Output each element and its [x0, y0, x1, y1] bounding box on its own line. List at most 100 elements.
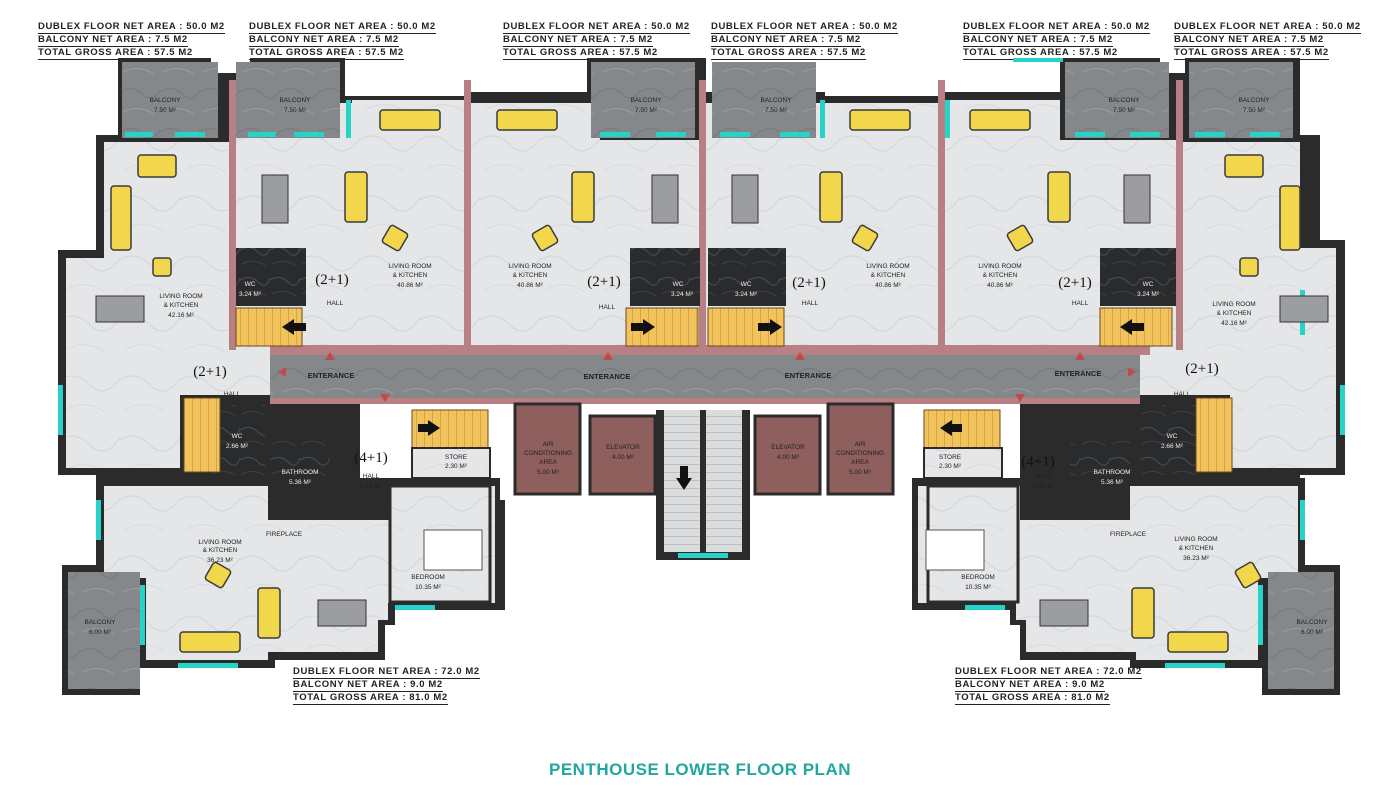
- living-area: 36.23 M²: [1183, 555, 1209, 562]
- unit-type-label: (4+1): [1021, 454, 1054, 470]
- bedroom-label: BEDROOM: [961, 574, 995, 581]
- ac-label-3: AREA: [851, 459, 869, 466]
- ac-label-2: CONDITIONING: [524, 450, 572, 457]
- elevator-area: 4.00 M²: [777, 454, 800, 461]
- wc-label: WC: [1167, 433, 1178, 440]
- windows: [58, 58, 1345, 668]
- unit-type-label: (2+1): [315, 272, 348, 288]
- entrance-label: ENTERANCE: [785, 371, 832, 380]
- living-area: 36.23 M²: [207, 557, 233, 564]
- wc-label: WC: [245, 281, 256, 288]
- balcony-bottom-left: [68, 572, 140, 689]
- balcony-area: 7.50 M²: [1243, 107, 1266, 114]
- elevator-area: 4.00 M²: [612, 454, 635, 461]
- unit-type-label: (2+1): [587, 274, 620, 290]
- balcony-area: 6.00 M²: [89, 629, 112, 636]
- living-label: LIVING ROOM: [1212, 301, 1255, 308]
- hall-label: HALL: [327, 300, 344, 307]
- area-info-bottom-left: DUBLEX FLOOR NET AREA : 72.0 M2 BALCONY …: [293, 666, 480, 705]
- wc-label: WC: [232, 433, 243, 440]
- bedroom-area: 10.35 M²: [965, 584, 991, 591]
- wc-area: 2.66 M²: [1161, 443, 1184, 450]
- balcony-area: 7.50 M²: [154, 107, 177, 114]
- living-area: 42.16 M²: [1221, 320, 1247, 327]
- wc-area: 3.24 M²: [735, 291, 758, 298]
- bedrooms: [388, 447, 1020, 604]
- dublex-net-area: DUBLEX FLOOR NET AREA : 50.0 M2: [38, 21, 225, 34]
- wc-label: WC: [741, 281, 752, 288]
- fireplace-label: FIREPLACE: [1110, 531, 1147, 538]
- party-walls: [229, 80, 1183, 355]
- ac-area: 5.00 M²: [537, 469, 560, 476]
- hall-label: HALL: [802, 300, 819, 307]
- hall-label: HALL: [599, 304, 616, 311]
- unit-type-label: (2+1): [1185, 361, 1218, 377]
- living-label: LIVING ROOM: [388, 263, 431, 270]
- living-label-2: & KITCHEN: [393, 272, 428, 279]
- entrance-label: ENTERANCE: [308, 371, 355, 380]
- bedroom-area: 10.35 M²: [415, 584, 441, 591]
- balconies-top: [122, 62, 1293, 138]
- bathroom-area: 5.36 M²: [289, 479, 312, 486]
- living-area: 40.86 M²: [397, 282, 423, 289]
- total-gross-area: TOTAL GROSS AREA : 57.5 M2: [711, 47, 866, 60]
- ac-label-2: CONDITIONING: [836, 450, 884, 457]
- area-info-bottom-right: DUBLEX FLOOR NET AREA : 72.0 M2 BALCONY …: [955, 666, 1142, 705]
- dublex-net-area: DUBLEX FLOOR NET AREA : 50.0 M2: [1174, 21, 1361, 34]
- dining-tables: [95, 174, 1329, 627]
- balcony-label: BALCONY: [279, 97, 311, 104]
- elevator-label: ELEVATOR: [606, 444, 640, 451]
- unit-type-label: (2+1): [792, 275, 825, 291]
- living-label-2: & KITCHEN: [513, 272, 548, 279]
- balcony-area: 7.50 M²: [635, 107, 658, 114]
- balcony-bottom-right: [1268, 572, 1334, 689]
- balcony-net-area: BALCONY NET AREA : 9.0 M2: [293, 679, 443, 692]
- store-area: 2.30 M²: [445, 463, 468, 470]
- balcony-label: BALCONY: [1296, 619, 1328, 626]
- balcony-label: BALCONY: [630, 97, 662, 104]
- elevator-label: ELEVATOR: [771, 444, 805, 451]
- entrance-label: ENTERANCE: [1055, 369, 1102, 378]
- balcony-net-area: BALCONY NET AREA : 7.5 M2: [503, 34, 653, 47]
- living-label: LIVING ROOM: [866, 263, 909, 270]
- balcony-label: BALCONY: [1108, 97, 1140, 104]
- dublex-net-area: DUBLEX FLOOR NET AREA : 72.0 M2: [955, 666, 1142, 679]
- bathroom-label: BATHROOM: [281, 469, 318, 476]
- balcony-net-area: BALCONY NET AREA : 7.5 M2: [963, 34, 1113, 47]
- balcony-net-area: BALCONY NET AREA : 7.5 M2: [249, 34, 399, 47]
- stair-arrows: [282, 319, 1144, 490]
- area-info-top-1: DUBLEX FLOOR NET AREA : 50.0 M2 BALCONY …: [38, 21, 225, 60]
- bathroom-area: 5.36 M²: [1101, 479, 1124, 486]
- living-label-2: & KITCHEN: [164, 302, 199, 309]
- dublex-net-area: DUBLEX FLOOR NET AREA : 50.0 M2: [963, 21, 1150, 34]
- ac-area: 5.00 M²: [849, 469, 872, 476]
- unit-type-label: (2+1): [193, 364, 226, 380]
- living-label: LIVING ROOM: [508, 263, 551, 270]
- living-label-2: & KITCHEN: [1179, 545, 1214, 552]
- total-gross-area: TOTAL GROSS AREA : 57.5 M2: [503, 47, 658, 60]
- hall-label: HALL: [224, 391, 241, 398]
- hall-area: 9.18 M²: [360, 483, 383, 490]
- dublex-net-area: DUBLEX FLOOR NET AREA : 50.0 M2: [249, 21, 436, 34]
- living-label: LIVING ROOM: [159, 293, 202, 300]
- living-label-2: & KITCHEN: [983, 272, 1018, 279]
- plan-title: PENTHOUSE LOWER FLOOR PLAN: [549, 760, 851, 779]
- total-gross-area: TOTAL GROSS AREA : 57.5 M2: [38, 47, 193, 60]
- bedroom-label: BEDROOM: [411, 574, 445, 581]
- wc-area: 3.24 M²: [239, 291, 262, 298]
- entrance-arrows: [278, 352, 1136, 402]
- store-area: 2.30 M²: [939, 463, 962, 470]
- dublex-net-area: DUBLEX FLOOR NET AREA : 50.0 M2: [711, 21, 898, 34]
- bathroom-label: BATHROOM: [1093, 469, 1130, 476]
- dublex-net-area: DUBLEX FLOOR NET AREA : 50.0 M2: [503, 21, 690, 34]
- store-label: STORE: [939, 454, 962, 461]
- wc-label: WC: [1143, 281, 1154, 288]
- wc-label: WC: [673, 281, 684, 288]
- corridor: [270, 355, 1140, 400]
- hall-label: HALL: [1174, 391, 1191, 398]
- hall-label: HALL: [1036, 473, 1053, 480]
- balcony-label: BALCONY: [84, 619, 116, 626]
- balcony-net-area: BALCONY NET AREA : 7.5 M2: [1174, 34, 1324, 47]
- living-label: LIVING ROOM: [1174, 536, 1217, 543]
